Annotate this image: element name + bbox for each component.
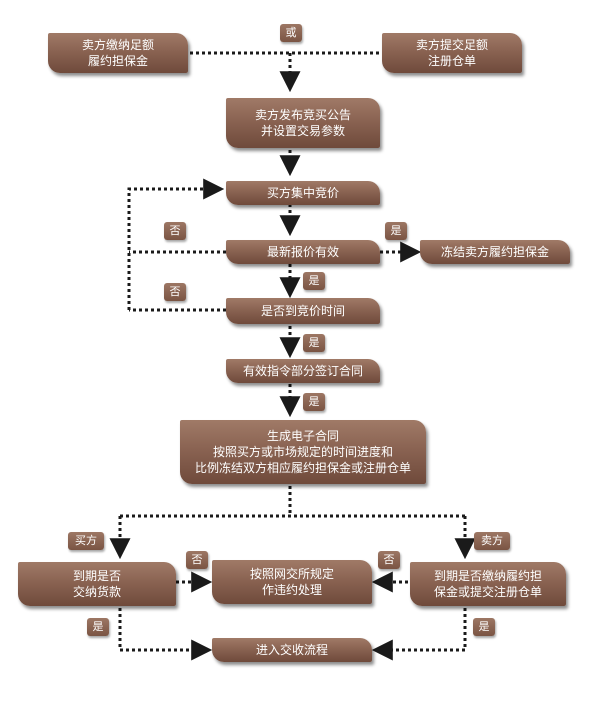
connector-buyer-to-delivery	[118, 608, 213, 661]
node-text: 注册仓单	[427, 54, 476, 68]
node-text: 按照买方或市场规定的时间进度和	[212, 445, 393, 459]
node-default-handling: 按照网交所规定作违约处理	[212, 560, 372, 604]
tag-yes-4: 是	[303, 393, 325, 411]
node-seller-check: 到期是否缴纳履约担保金或提交注册仓单	[410, 562, 566, 606]
tag-no-4: 否	[378, 551, 400, 569]
node-e-contract: 生成电子合同按照买方或市场规定的时间进度和比例冻结双方相应履约担保金或注册仓单	[180, 420, 426, 484]
tag-no-1: 否	[164, 222, 186, 240]
node-text: 作违约处理	[261, 583, 322, 597]
node-partial-sign: 有效指令部分签订合同	[226, 359, 380, 383]
tag-seller: 卖方	[474, 532, 510, 550]
node-time-reached: 是否到竞价时间	[226, 298, 380, 324]
tag-yes-3: 是	[303, 334, 325, 352]
node-text: 交纳货款	[72, 585, 121, 599]
node-text: 履约担保金	[87, 54, 148, 68]
node-text: 是否到竞价时间	[260, 304, 345, 318]
tag-buyer: 买方	[68, 532, 104, 550]
tag-or: 或	[280, 24, 302, 42]
node-text: 到期是否	[72, 569, 121, 583]
node-text: 最新报价有效	[266, 245, 339, 259]
tag-yes-2: 是	[303, 272, 325, 290]
tag-yes-1: 是	[385, 222, 407, 240]
node-delivery: 进入交收流程	[212, 638, 372, 662]
tag-yes-5: 是	[87, 618, 109, 636]
node-latest-bid-valid: 最新报价有效	[226, 240, 380, 264]
node-text: 卖方缴纳足额	[81, 38, 154, 52]
node-text: 卖方提交足额	[415, 38, 488, 52]
node-text: 冻结卖方履约担保金	[440, 245, 549, 259]
node-text: 买方集中竞价	[266, 186, 339, 200]
node-text: 卖方发布竞买公告	[254, 108, 351, 122]
node-text: 并设置交易参数	[260, 124, 345, 138]
node-text: 保金或提交注册仓单	[433, 585, 542, 599]
node-text: 进入交收流程	[255, 643, 328, 657]
node-freeze-margin: 冻结卖方履约担保金	[420, 240, 570, 264]
tag-no-3: 否	[186, 551, 208, 569]
node-seller-receipt: 卖方提交足额注册仓单	[382, 33, 522, 73]
connector-loop-back	[127, 178, 225, 310]
node-text: 按照网交所规定	[249, 567, 334, 581]
connector-contract-split	[120, 486, 465, 518]
node-text: 到期是否缴纳履约担	[433, 569, 542, 583]
node-text: 有效指令部分签订合同	[242, 364, 363, 378]
node-text: 生成电子合同	[266, 429, 339, 443]
node-buyer-payment: 到期是否交纳货款	[18, 562, 176, 606]
tag-yes-6: 是	[473, 618, 495, 636]
connector-seller-to-delivery	[371, 608, 467, 661]
node-announce: 卖方发布竞买公告并设置交易参数	[226, 98, 380, 148]
node-text: 比例冻结双方相应履约担保金或注册仓单	[194, 461, 411, 475]
node-seller-margin: 卖方缴纳足额履约担保金	[48, 33, 188, 73]
tag-no-2: 否	[164, 283, 186, 301]
node-bidding: 买方集中竞价	[226, 181, 380, 205]
